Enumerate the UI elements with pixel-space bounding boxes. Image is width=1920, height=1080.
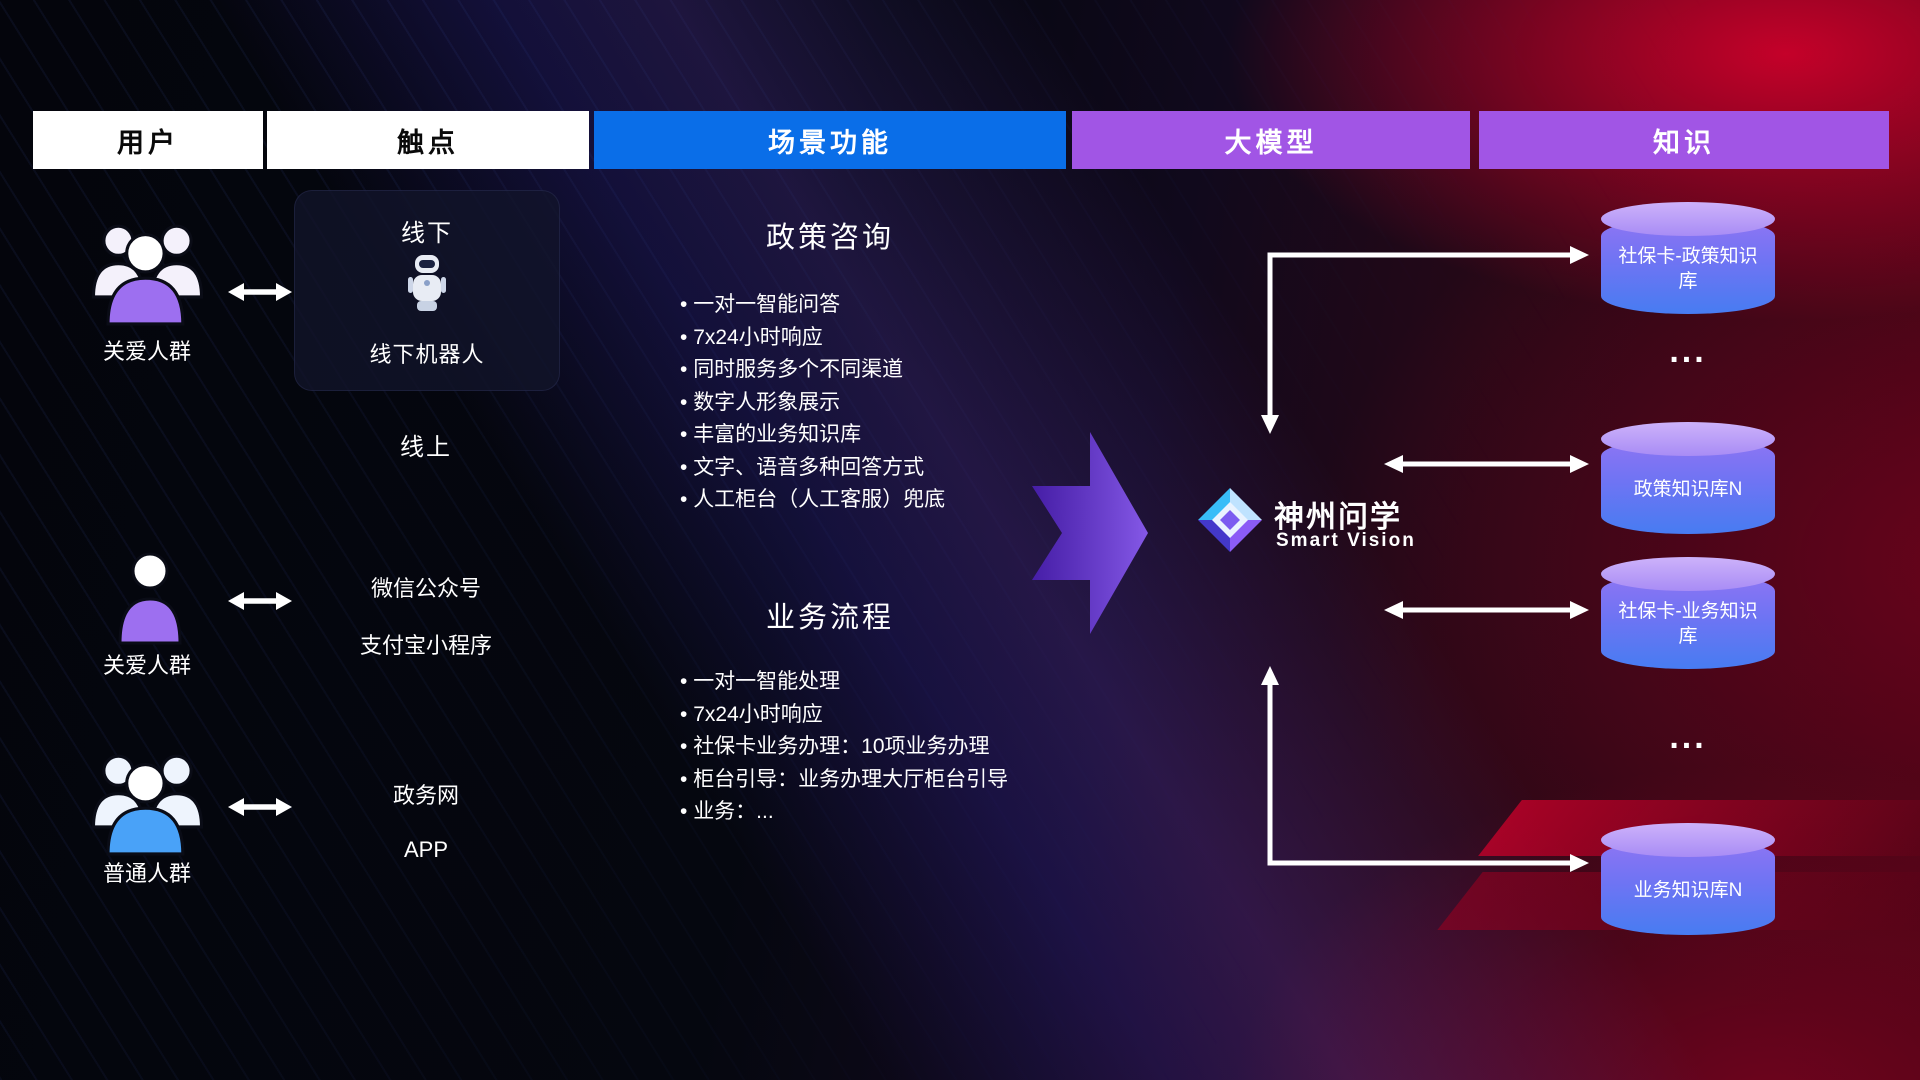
list-item: 一对一智能问答 [680,289,945,322]
bidirectional-arrow-icon [228,589,292,613]
user-group-normal-label: 普通人群 [102,861,191,886]
header-large-model: 大模型 [1072,111,1470,169]
model-subtitle: Smart Vision [1276,530,1416,551]
person-purple-icon [112,549,188,645]
channel-alipay-label: 支付宝小程序 [359,633,492,658]
list-item: 一对一智能处理 [680,666,1008,699]
kb-label: 业务知识库N [1633,879,1743,901]
list-item: 人工柜台（人工客服）兜底 [680,484,945,517]
model-logo-icon [1196,486,1264,554]
list-item: 同时服务多个不同渠道 [680,354,945,387]
scene-business-title: 业务流程 [765,602,894,634]
header-touchpoint-label: 触点 [397,127,459,158]
user-person-care-2-label: 关爱人群 [102,653,191,678]
cylinder-top [1601,202,1775,236]
scene-policy-title: 政策咨询 [765,222,894,254]
list-item: 业务：... [680,796,1008,829]
robot-icon [407,253,447,315]
kb-label: 社保卡-政策知识库 [1618,246,1758,292]
cylinder-top [1601,557,1775,591]
list-item: 文字、语音多种回答方式 [680,452,945,485]
kb-cylinder-policy-ss: 社保卡-政策知识库 [1601,202,1775,314]
offline-robot-label: 线下机器人 [369,342,485,367]
header-touchpoint: 触点 [267,111,589,169]
channel-govweb-label: 政务网 [392,783,459,808]
offline-card: 线下 线下机器人 [294,190,560,391]
list-item: 数字人形象展示 [680,387,945,420]
list-item: 柜台引导：业务办理大厅柜台引导 [680,764,1008,797]
user-group-care-1-label: 关爱人群 [102,339,191,364]
model-name: 神州问学 [1274,501,1402,534]
bidirectional-arrow-icon [228,795,292,819]
header-knowledge-label: 知识 [1653,127,1715,158]
header-scene-functions: 场景功能 [594,111,1066,169]
header-knowledge: 知识 [1479,111,1889,169]
bidirectional-arrow-icon [228,280,292,304]
kb-cylinder-business-ss: 社保卡-业务知识库 [1601,557,1775,669]
list-item: 7x24小时响应 [680,699,1008,732]
kb-ellipsis-2: ... [1669,718,1707,756]
scene-business-list: 一对一智能处理 7x24小时响应 社保卡业务办理：10项业务办理 柜台引导：业务… [680,666,1008,829]
list-item: 7x24小时响应 [680,322,945,355]
header-scene-label: 场景功能 [768,127,892,158]
header-user-label: 用户 [117,127,179,158]
list-item: 社保卡业务办理：10项业务办理 [680,731,1008,764]
offline-card-title: 线下 [401,220,453,247]
people-group-blue-icon [85,750,210,856]
header-model-label: 大模型 [1224,127,1318,158]
channel-app-label: APP [403,837,449,862]
kb-cylinder-business-n: 业务知识库N [1601,823,1775,935]
kb-label: 社保卡-业务知识库 [1618,601,1758,647]
cylinder-top [1601,422,1775,456]
header-user: 用户 [33,111,263,169]
kb-ellipsis-1: ... [1669,332,1707,370]
scene-policy-list: 一对一智能问答 7x24小时响应 同时服务多个不同渠道 数字人形象展示 丰富的业… [680,289,945,517]
kb-cylinder-policy-n: 政策知识库N [1601,422,1775,534]
cylinder-top [1601,823,1775,857]
flow-arrow-icon [1032,426,1152,640]
online-section-title: 线上 [400,434,452,461]
list-item: 丰富的业务知识库 [680,419,945,452]
channel-wechat-label: 微信公众号 [370,576,481,601]
people-group-purple-icon [85,220,210,326]
kb-label: 政策知识库N [1633,478,1743,500]
